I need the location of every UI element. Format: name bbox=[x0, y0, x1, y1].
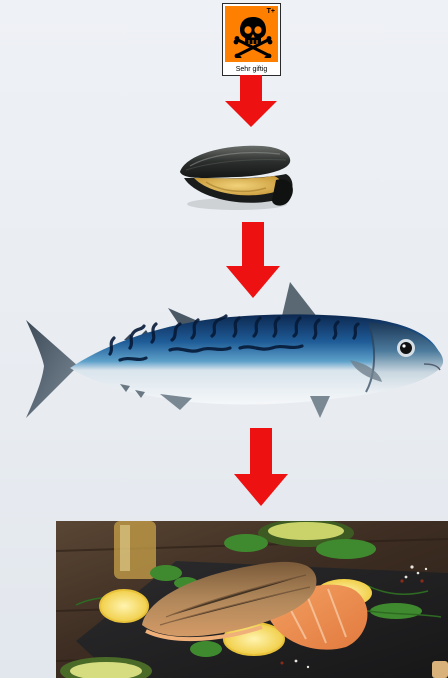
food-scene bbox=[56, 521, 448, 678]
mussel-image bbox=[176, 140, 298, 214]
mackerel-image bbox=[20, 278, 448, 443]
hazard-label: Sehr giftig bbox=[223, 66, 280, 73]
arrow-down-icon bbox=[234, 428, 290, 506]
hazard-square: T+ bbox=[225, 6, 278, 62]
grilled-fish-dish-image bbox=[56, 521, 448, 678]
arrow-down-icon bbox=[223, 75, 279, 129]
skull-crossbones-icon bbox=[233, 14, 273, 58]
hazard-sign: T+ Sehr giftig bbox=[222, 3, 281, 76]
